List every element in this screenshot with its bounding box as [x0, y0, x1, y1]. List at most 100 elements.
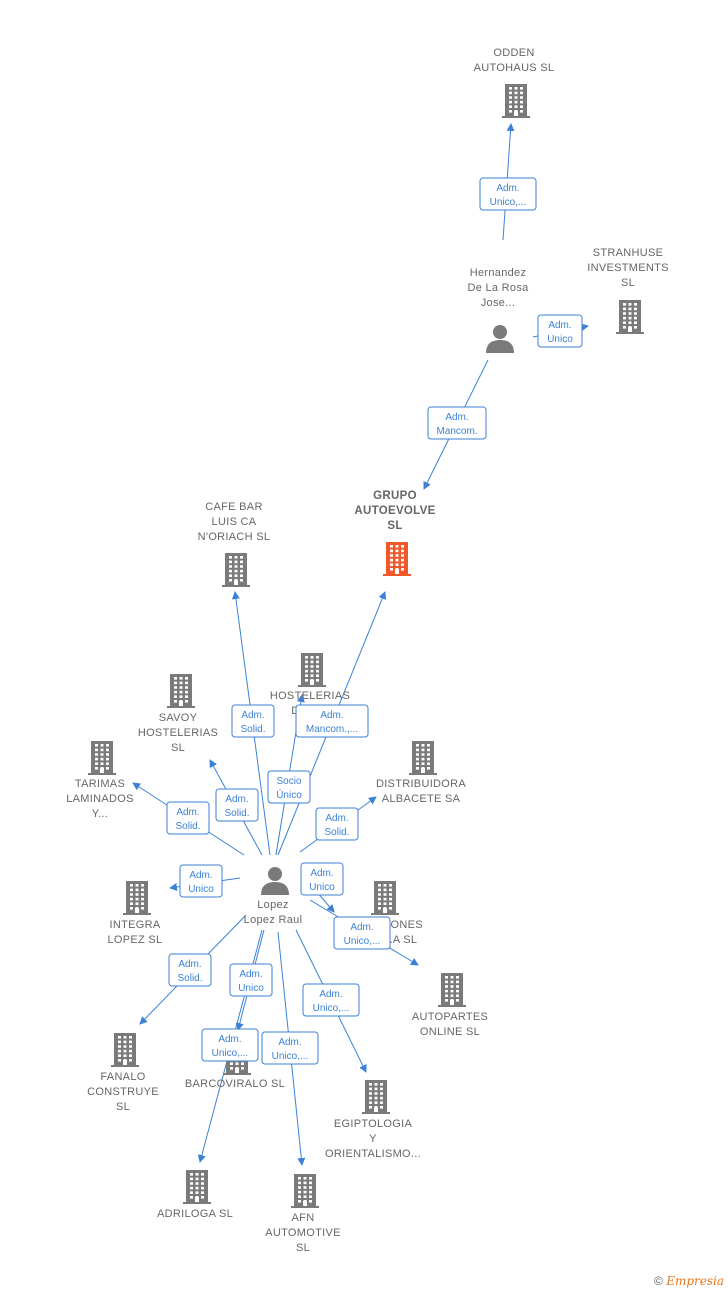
- building-icon: [183, 1170, 211, 1204]
- relation-label-text: Adm.: [225, 794, 248, 805]
- node-label: EGIPTOLOGIA: [334, 1118, 413, 1130]
- relation-label[interactable]: Adm.Solid.: [231, 704, 275, 738]
- relation-label[interactable]: Adm. Solid.: [215, 788, 259, 822]
- relation-label-text: Adm.: [548, 320, 571, 331]
- node-label: Lopez: [257, 899, 288, 911]
- node-label: SAVOY: [159, 712, 198, 724]
- node-odden[interactable]: ODDEN AUTOHAUS SL: [474, 47, 555, 118]
- relation-label[interactable]: Adm. Solid.: [315, 807, 359, 841]
- relation-label-box: [179, 864, 223, 898]
- relation-label-text: Adm.: [278, 1037, 301, 1048]
- node-adriloga[interactable]: ADRILOGA SL: [157, 1170, 233, 1220]
- node-label: De La Rosa: [467, 282, 529, 294]
- relation-label-text: Adm.: [241, 710, 264, 721]
- relation-label[interactable]: Adm.Unico: [229, 963, 273, 997]
- relation-label-text: Socio: [276, 776, 301, 787]
- node-label: AUTOPARTES: [412, 1011, 488, 1023]
- relation-label-text: Adm.: [176, 807, 199, 818]
- relation-label-text: Adm.: [189, 870, 212, 881]
- node-label: Jose...: [481, 297, 516, 309]
- node-tarimas[interactable]: TARIMASLAMINADOSY...: [66, 741, 134, 820]
- node-egiptologia[interactable]: EGIPTOLOGIAYORIENTALISMO...: [325, 1080, 421, 1160]
- node-label: Y: [369, 1133, 377, 1145]
- relation-label-text: Unico,...: [344, 936, 381, 947]
- building-icon: [298, 653, 326, 687]
- node-label: ODDEN: [493, 47, 534, 59]
- relation-label-text: Solid.: [324, 827, 349, 838]
- relation-label-text: Unico: [547, 334, 573, 345]
- relation-label-box: [168, 953, 212, 987]
- relation-label[interactable]: Adm.Unico: [179, 864, 223, 898]
- relation-label-text: Mancom.,...: [306, 724, 358, 735]
- relation-label[interactable]: Adm.Unico,...: [302, 983, 360, 1017]
- person-icon: [486, 325, 514, 353]
- building-icon: [123, 881, 151, 915]
- relation-label-text: Adm.: [350, 922, 373, 933]
- node-hernandez[interactable]: Hernandez De La RosaJose...: [467, 267, 529, 353]
- relation-label-box: [295, 704, 369, 738]
- relation-label[interactable]: Adm.Solid.: [166, 801, 210, 835]
- building-icon: [438, 973, 466, 1007]
- relation-label[interactable]: Adm.Unico,...: [479, 177, 537, 211]
- node-label: Hernandez: [470, 267, 527, 279]
- node-label: SL: [387, 520, 402, 532]
- node-label: LUIS CA: [212, 516, 257, 528]
- relation-label[interactable]: Adm. Solid.: [168, 953, 212, 987]
- relation-label-box: [261, 1031, 319, 1065]
- node-distribuidora[interactable]: DISTRIBUIDORA ALBACETE SA: [376, 741, 466, 805]
- building-icon: [167, 674, 195, 708]
- relation-label-box: [315, 807, 359, 841]
- relation-label-text: Mancom.: [436, 426, 477, 437]
- building-icon: [383, 542, 411, 576]
- node-label: HOSTELERIAS: [138, 727, 218, 739]
- relation-label-text: Adm.: [218, 1034, 241, 1045]
- node-label: Lopez Raul: [244, 914, 303, 926]
- node-label: Y...: [92, 808, 108, 820]
- node-label: STRANHUSE: [593, 247, 664, 259]
- node-label: DISTRIBUIDORA: [376, 778, 466, 790]
- relation-label-text: Adm.: [310, 868, 333, 879]
- relation-label-text: Adm.: [319, 989, 342, 1000]
- relation-label-box: [427, 406, 487, 440]
- relation-label[interactable]: Adm.Unico: [300, 862, 344, 896]
- relation-label-box: [300, 862, 344, 896]
- node-label: SL: [621, 277, 635, 289]
- node-label: INTEGRA: [110, 919, 161, 931]
- relation-label[interactable]: Adm. Unico,...: [333, 916, 391, 950]
- relation-label[interactable]: Adm.Unico,...: [201, 1028, 259, 1062]
- relation-label[interactable]: Adm.Unico,...: [261, 1031, 319, 1065]
- node-stranhuse[interactable]: STRANHUSE INVESTMENTS SL: [587, 247, 669, 334]
- relation-label[interactable]: Adm. Unico: [537, 314, 583, 348]
- node-label: TARIMAS: [75, 778, 125, 790]
- relation-label-text: Adm.: [325, 813, 348, 824]
- relation-label-text: Adm.: [178, 959, 201, 970]
- node-label: BARCOVIRALO SL: [185, 1078, 285, 1090]
- relation-label-box: [479, 177, 537, 211]
- relation-label-box: [231, 704, 275, 738]
- relation-label-box: [267, 770, 311, 804]
- node-label: CONSTRUYE: [87, 1086, 159, 1098]
- relation-label-box: [166, 801, 210, 835]
- relation-label[interactable]: Adm. Mancom.,...: [295, 704, 369, 738]
- node-label: ...A SL: [383, 934, 418, 946]
- relation-label-text: Solid.: [177, 973, 202, 984]
- relation-label-text: Solid.: [224, 808, 249, 819]
- relation-label-box: [229, 963, 273, 997]
- node-label: ALBACETE SA: [382, 793, 461, 805]
- relation-label-box: [537, 314, 583, 348]
- relation-label-text: Adm.: [320, 710, 343, 721]
- node-label: AUTOHAUS SL: [474, 62, 555, 74]
- relation-label[interactable]: Adm.Mancom.: [427, 406, 487, 440]
- node-label: INVESTMENTS: [587, 262, 669, 274]
- copyright-symbol: ©: [654, 1274, 663, 1288]
